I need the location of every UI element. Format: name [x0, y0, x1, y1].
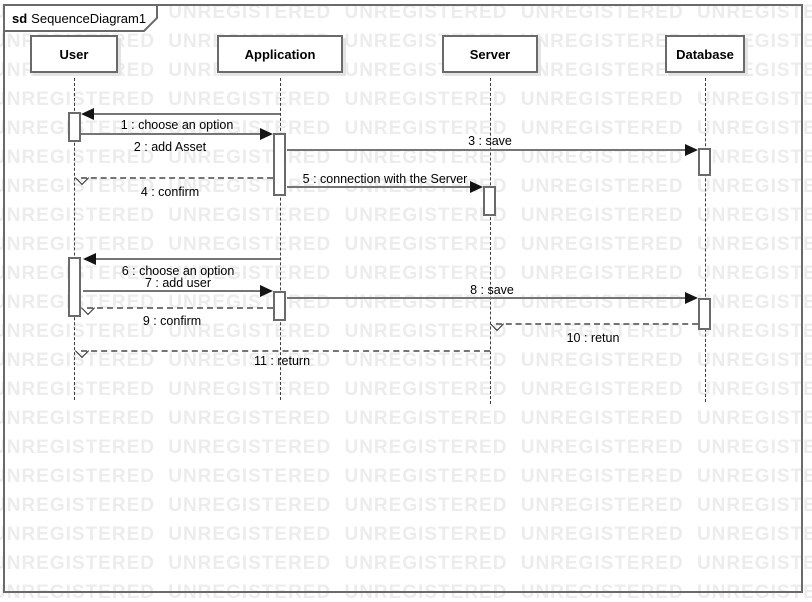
watermark-text: UNREGISTERED UNREGISTERED UNREGISTERED U…	[0, 466, 812, 487]
user-activation-2[interactable]	[68, 257, 81, 317]
message-label-4[interactable]: 4 : confirm	[140, 185, 200, 199]
lifeline-label: Application	[244, 46, 316, 62]
message-line-5[interactable]	[287, 186, 479, 188]
lifeline-head-application[interactable]: Application	[217, 35, 343, 73]
frame-title-tab[interactable]	[3, 4, 163, 34]
lifeline-label: Server	[469, 46, 511, 62]
watermark-text: UNREGISTERED UNREGISTERED UNREGISTERED U…	[0, 379, 812, 400]
watermark-text: UNREGISTERED UNREGISTERED UNREGISTERED U…	[0, 495, 812, 516]
message-arrowhead-6-icon	[83, 253, 96, 265]
message-label-2[interactable]: 2 : add Asset	[133, 140, 207, 154]
database-activation-2[interactable]	[698, 298, 711, 330]
lifeline-label: Database	[676, 46, 734, 62]
message-line-9[interactable]	[87, 307, 273, 309]
lifeline-database[interactable]	[704, 73, 706, 402]
watermark-text: UNREGISTERED UNREGISTERED UNREGISTERED U…	[0, 524, 812, 545]
message-arrowhead-2-icon	[260, 128, 273, 140]
watermark-text: UNREGISTERED UNREGISTERED UNREGISTERED U…	[0, 321, 812, 342]
message-line-2[interactable]	[81, 133, 269, 135]
diagram-frame[interactable]	[3, 4, 803, 593]
watermark-text: UNREGISTERED UNREGISTERED UNREGISTERED U…	[0, 263, 812, 284]
user-activation-1[interactable]	[68, 112, 81, 142]
database-activation-1[interactable]	[698, 148, 711, 176]
watermark-text: UNREGISTERED UNREGISTERED UNREGISTERED U…	[0, 350, 812, 371]
watermark-text: UNREGISTERED UNREGISTERED UNREGISTERED U…	[0, 205, 812, 226]
frame-name: SequenceDiagram1	[31, 11, 147, 26]
watermark-text: UNREGISTERED UNREGISTERED UNREGISTERED U…	[0, 31, 812, 52]
message-label-10[interactable]: 10 : retun	[566, 331, 620, 345]
message-line-3[interactable]	[287, 149, 694, 151]
application-activation-2[interactable]	[273, 291, 286, 321]
message-line-6[interactable]	[87, 258, 280, 260]
message-label-7[interactable]: 7 : add user	[144, 276, 211, 290]
lifeline-application[interactable]	[279, 73, 281, 400]
message-line-8[interactable]	[287, 297, 694, 299]
message-line-10[interactable]	[496, 323, 698, 325]
watermark-text: UNREGISTERED UNREGISTERED UNREGISTERED U…	[0, 408, 812, 429]
lifeline-head-server[interactable]: Server	[442, 35, 538, 73]
application-activation-1[interactable]	[273, 133, 286, 196]
message-label-9[interactable]: 9 : confirm	[142, 314, 202, 328]
lifeline-head-database[interactable]: Database	[665, 35, 745, 73]
message-line-7[interactable]	[83, 290, 269, 292]
frame-keyword: sd	[12, 11, 28, 26]
server-activation-1[interactable]	[483, 186, 496, 216]
frame-tab-shape	[3, 4, 158, 32]
watermark-text: UNREGISTERED UNREGISTERED UNREGISTERED U…	[0, 437, 812, 458]
watermark-text: UNREGISTERED UNREGISTERED UNREGISTERED U…	[0, 147, 812, 168]
message-arrowhead-5-icon	[470, 181, 483, 193]
message-arrowhead-8-icon	[685, 292, 698, 304]
message-arrowhead-1-icon	[81, 108, 94, 120]
message-arrowhead-3-icon	[685, 144, 698, 156]
lifeline-user[interactable]	[73, 73, 75, 400]
message-label-8[interactable]: 8 : save	[470, 283, 514, 297]
message-arrowhead-7-icon	[260, 285, 273, 297]
message-line-4[interactable]	[81, 177, 273, 179]
lifeline-head-user[interactable]: User	[30, 35, 118, 73]
message-line-1[interactable]	[85, 113, 280, 115]
watermark-text: UNREGISTERED UNREGISTERED UNREGISTERED U…	[0, 553, 812, 574]
message-label-6[interactable]: 6 : choose an option	[121, 264, 235, 278]
lifeline-label: User	[59, 46, 89, 62]
watermark-text: UNREGISTERED UNREGISTERED UNREGISTERED U…	[0, 2, 812, 23]
message-label-5[interactable]: 5 : connection with the Server	[302, 172, 468, 186]
watermark-text: UNREGISTERED UNREGISTERED UNREGISTERED U…	[0, 89, 812, 110]
message-label-1[interactable]: 1 : choose an option	[120, 118, 234, 132]
watermark-text: UNREGISTERED UNREGISTERED UNREGISTERED U…	[0, 234, 812, 255]
lifeline-server[interactable]	[489, 73, 491, 404]
watermark-text: UNREGISTERED UNREGISTERED UNREGISTERED U…	[0, 60, 812, 81]
message-label-3[interactable]: 3 : save	[468, 134, 512, 148]
message-label-11[interactable]: 11 : return	[253, 354, 311, 368]
message-line-11[interactable]	[81, 350, 490, 352]
